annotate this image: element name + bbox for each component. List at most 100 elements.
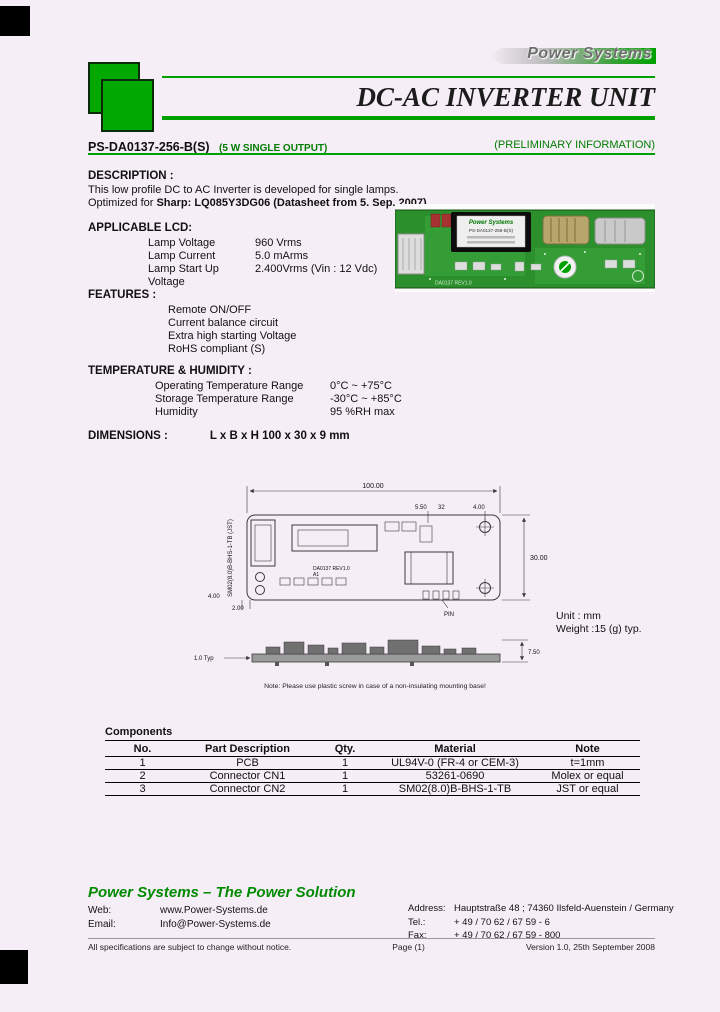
lcd-value: 5.0 mArms — [255, 250, 309, 262]
page-title: DC-AC INVERTER UNIT — [356, 82, 655, 112]
col-header-material: Material — [434, 742, 476, 755]
temperature-heading: TEMPERATURE & HUMIDITY : — [88, 365, 252, 377]
dim-thickness-label: 1.0 Typ — [194, 656, 214, 662]
corner-mark-bottom — [0, 950, 28, 984]
col-header-qty: Qty. — [334, 742, 356, 755]
output-pins-group: PIN — [422, 590, 460, 618]
title-rule-bottom — [162, 116, 655, 120]
version-note: Version 1.0, 25th September 2008 — [525, 942, 655, 952]
disclaimer: All specifications are subject to change… — [88, 942, 292, 952]
components-table: No. Part Description Qty. Material Note … — [105, 740, 640, 796]
logo-square-front — [101, 79, 154, 132]
footer-rule — [88, 938, 655, 939]
lcd-label: Lamp Current — [148, 250, 216, 262]
pcb-silkscreen-text: DA0137 REV1.0 — [435, 281, 472, 287]
temperature-value: 0°C ~ +75°C — [330, 380, 392, 392]
components-header-row: No. Part Description Qty. Material Note — [105, 741, 640, 757]
part-number-row: PS-DA0137-256-B(S) (5 W SINGLE OUTPUT) (… — [88, 138, 655, 154]
pcb-logo-round — [553, 255, 577, 279]
dim-left-label: 4.00 — [208, 594, 220, 600]
temperature-label: Humidity — [155, 406, 198, 418]
tel-label: Tel.: — [408, 916, 426, 928]
dim-length-group: 100.00 — [246, 483, 501, 513]
board-outline — [246, 514, 501, 601]
applicable-lcd-heading: APPLICABLE LCD: — [88, 222, 193, 234]
cell-note: t=1mm — [570, 757, 605, 769]
pcb-connector-white — [397, 233, 425, 275]
part-qualifier: (5 W SINGLE OUTPUT) — [219, 143, 328, 154]
cell-no: 1 — [139, 757, 146, 769]
connector-side-label: SM02(8.0)B-BHS-1-TB (JST) — [228, 519, 234, 597]
cell-note: JST or equal — [556, 783, 619, 795]
temperature-value: 95 %RH max — [330, 406, 395, 418]
email-label: Email: — [88, 918, 116, 930]
dim-top-group: 5.50 32 4.00 — [415, 505, 485, 523]
table-row: 2 Connector CN1 1 53261-0690 Molex or eq… — [105, 770, 640, 783]
components-section: Components No. Part Description Qty. Mat… — [105, 726, 640, 796]
cell-qty: 1 — [341, 783, 349, 795]
preliminary-note: (PRELIMINARY INFORMATION) — [494, 139, 655, 151]
description-line1: This low profile DC to AC Inverter is de… — [88, 184, 399, 196]
title-rule-top — [162, 76, 655, 78]
unit-weight-notes: Unit : mm Weight :15 (g) typ. — [556, 610, 642, 636]
lcd-value: 960 Vrms — [255, 237, 302, 249]
temperature-section: TEMPERATURE & HUMIDITY : Operating Tempe… — [88, 365, 402, 419]
address-row: Address: Hauptstraße 48 ; 74360 Ilsfeld-… — [408, 902, 674, 916]
brand-banner: Power Systems — [488, 44, 656, 68]
mounting-hole-top-right — [476, 518, 494, 536]
col-header-description: Part Description — [205, 742, 290, 755]
email-address: Info@Power-Systems.de — [160, 918, 271, 930]
dim-height-label: 7.50 — [528, 650, 540, 656]
feature-item: Current balance circuit — [168, 317, 279, 329]
footer-contact-left: Web: www.Power-Systems.de Email: Info@Po… — [88, 904, 271, 931]
brand-name: Power Systems — [527, 45, 652, 62]
cell-description: Connector CN2 — [209, 783, 286, 795]
table-row: 3 Connector CN2 1 SM02(8.0)B-BHS-1-TB JS… — [105, 783, 640, 796]
board-components: DA0137 REV1.0 A1 — [250, 519, 454, 595]
dim-bottom-left-label: 2.00 — [232, 606, 244, 612]
temperature-row: Humidity 95 %RH max — [155, 406, 402, 419]
footer-bottom-row: All specifications are subject to change… — [88, 942, 655, 952]
dimensions-heading: DIMENSIONS : — [88, 430, 168, 442]
temperature-label: Operating Temperature Range — [155, 380, 304, 392]
web-label: Web: — [88, 905, 112, 916]
description-line2: Optimized for Sharp: LQ085Y3DG06 (Datash… — [88, 197, 427, 210]
lcd-value: 2.400Vrms (Vin : 12 Vdc) — [255, 263, 378, 275]
table-row: 1 PCB 1 UL94V-0 (FR-4 or CEM-3) t=1mm — [105, 757, 640, 770]
footer-contact-right: Address: Hauptstraße 48 ; 74360 Ilsfeld-… — [408, 902, 674, 943]
part-number: PS-DA0137-256-B(S) — [88, 140, 210, 154]
col-header-note: Note — [575, 742, 600, 755]
lcd-row: Lamp Current 5.0 mArms — [148, 250, 377, 263]
board-silkscreen-text: DA0137 REV1.0 — [313, 566, 350, 572]
dimensions-section: DIMENSIONS : L x B x H 100 x 30 x 9 mm — [88, 430, 350, 442]
footer-slogan: Power Systems – The Power Solution — [88, 884, 356, 901]
dim-width-label: 30.00 — [530, 555, 548, 562]
pcb-small-components — [454, 259, 636, 272]
lcd-row: Lamp Voltage 960 Vrms — [148, 237, 377, 250]
cell-qty: 1 — [341, 770, 349, 782]
board-silkscreen-text2: A1 — [313, 572, 319, 578]
cell-material: UL94V-0 (FR-4 or CEM-3) — [391, 757, 519, 769]
dim-corner-label: 4.00 — [473, 505, 485, 511]
lcd-label: Lamp Start Up Voltage — [148, 263, 219, 288]
col-header-no: No. — [133, 742, 152, 755]
address-label: Address: — [408, 903, 446, 914]
cell-description: Connector CN1 — [209, 770, 286, 782]
applicable-lcd-section: APPLICABLE LCD: Lamp Voltage 960 Vrms La… — [88, 222, 377, 289]
feature-item: RoHS compliant (S) — [168, 343, 266, 355]
cell-material: SM02(8.0)B-BHS-1-TB — [398, 783, 512, 795]
product-photo: Power Systems PS-DA0137-256-B(S) — [395, 204, 655, 292]
dim-width-group: 30.00 — [502, 514, 548, 601]
features-section: FEATURES : Remote ON/OFF Current balance… — [88, 289, 296, 356]
transformer-label-brand: Power Systems — [469, 220, 514, 226]
lcd-row: Lamp Start Up Voltage 2.400Vrms (Vin : 1… — [148, 263, 377, 289]
corner-mark-top — [0, 6, 30, 36]
pcb-mark-circle — [632, 270, 644, 282]
cell-material: 53261-0690 — [425, 770, 485, 782]
temperature-row: Operating Temperature Range 0°C ~ +75°C — [155, 380, 402, 393]
unit-note: Unit : mm — [556, 610, 601, 622]
web-row: Web: www.Power-Systems.de — [88, 904, 271, 918]
pcb-coil-left — [542, 215, 590, 245]
description-section: DESCRIPTION : This low profile DC to AC … — [88, 170, 427, 210]
